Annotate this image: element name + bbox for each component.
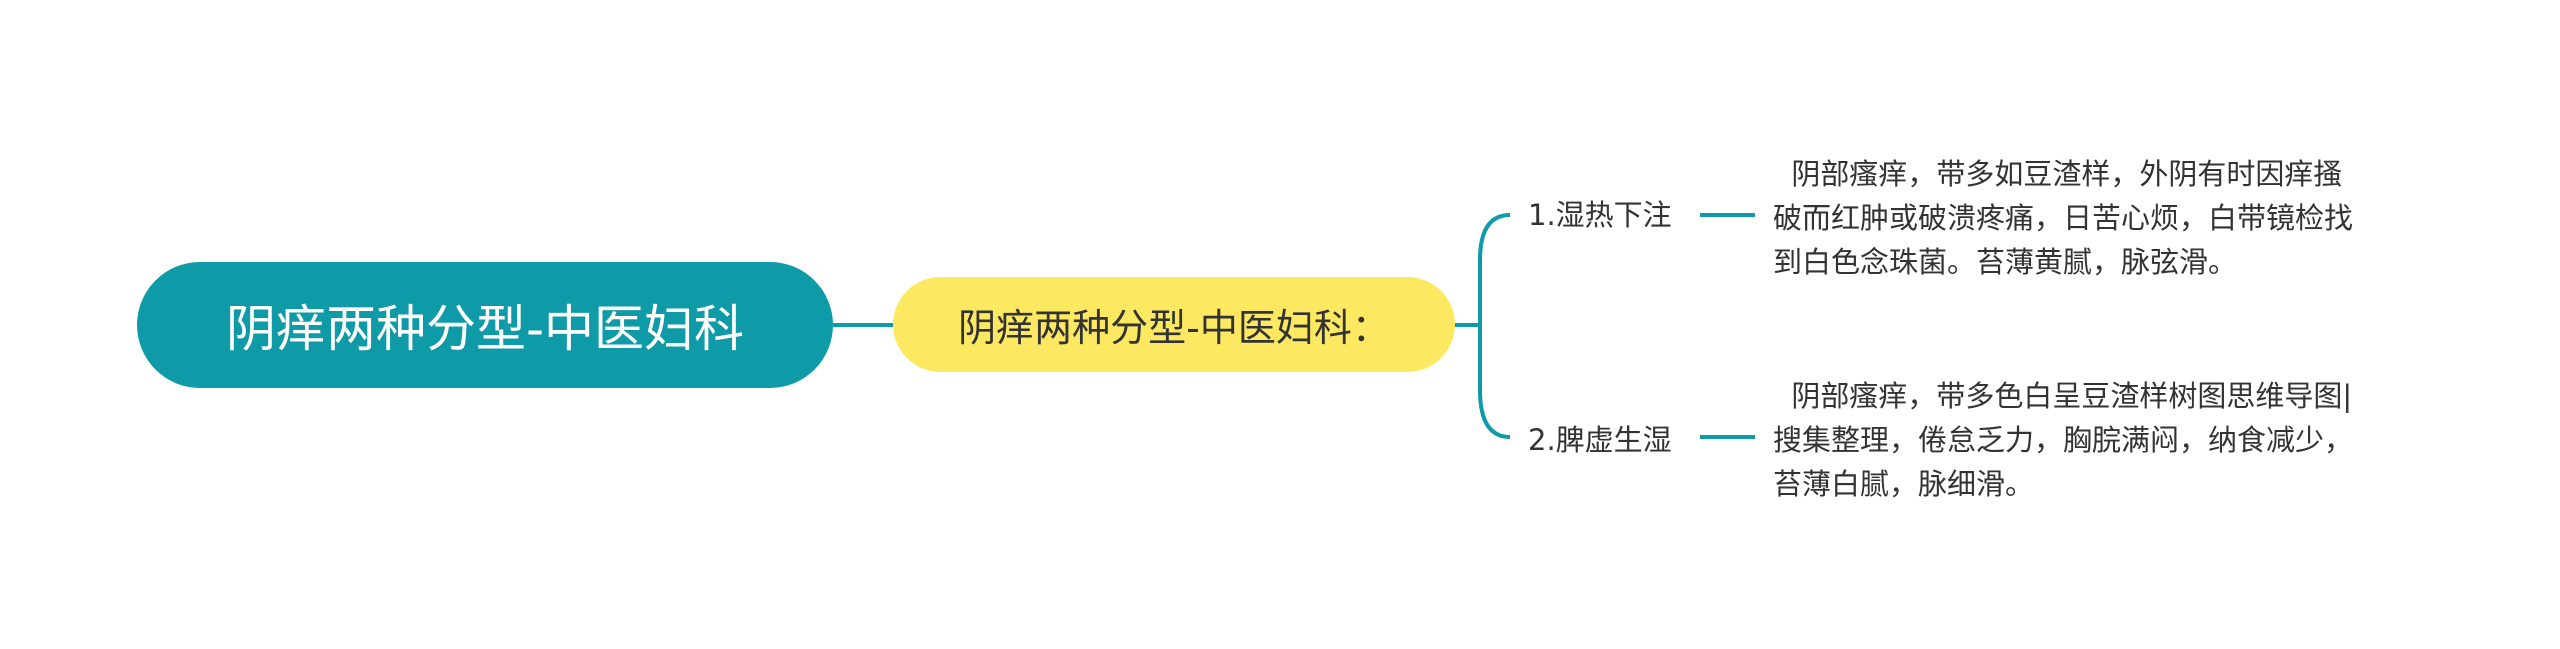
detail-2-line-2: 搜集整理，倦怠乏力，胸脘满闷，纳食减少， [1773,423,2354,457]
detail-1-line-2: 破而红肿或破溃疼痛，日苦心烦，白带镜检找 [1773,201,2354,235]
center-node[interactable]: 阴痒两种分型-中医妇科： [893,277,1455,372]
root-node-label: 阴痒两种分型-中医妇科 [225,300,745,358]
branch-node-2[interactable]: 2.脾虚生湿 [1528,420,1672,460]
detail-node-2[interactable]: 阴部瘙痒，带多色白呈豆渣样树图思维导图| 搜集整理，倦怠乏力，胸脘满闷，纳食减少… [1773,374,2413,506]
branch-1-label: 1.湿热下注 [1528,198,1672,232]
detail-2-line-3: 苔薄白腻，脉细滑。 [1773,467,2035,501]
root-node[interactable]: 阴痒两种分型-中医妇科 [137,262,833,388]
detail-node-1[interactable]: 阴部瘙痒，带多如豆渣样，外阴有时因痒搔 破而红肿或破溃疼痛，日苦心烦，白带镜检找… [1773,152,2413,284]
branch-node-1[interactable]: 1.湿热下注 [1528,195,1672,235]
detail-1-line-1: 阴部瘙痒，带多如豆渣样，外阴有时因痒搔 [1773,157,2343,191]
detail-2-line-1: 阴部瘙痒，带多色白呈豆渣样树图思维导图| [1773,379,2353,413]
connector-bracket [1478,213,1511,439]
detail-1-line-3: 到白色念珠菌。苔薄黄腻，脉弦滑。 [1773,245,2238,279]
branch-2-label: 2.脾虚生湿 [1528,423,1672,457]
center-node-label: 阴痒两种分型-中医妇科： [958,306,1390,350]
